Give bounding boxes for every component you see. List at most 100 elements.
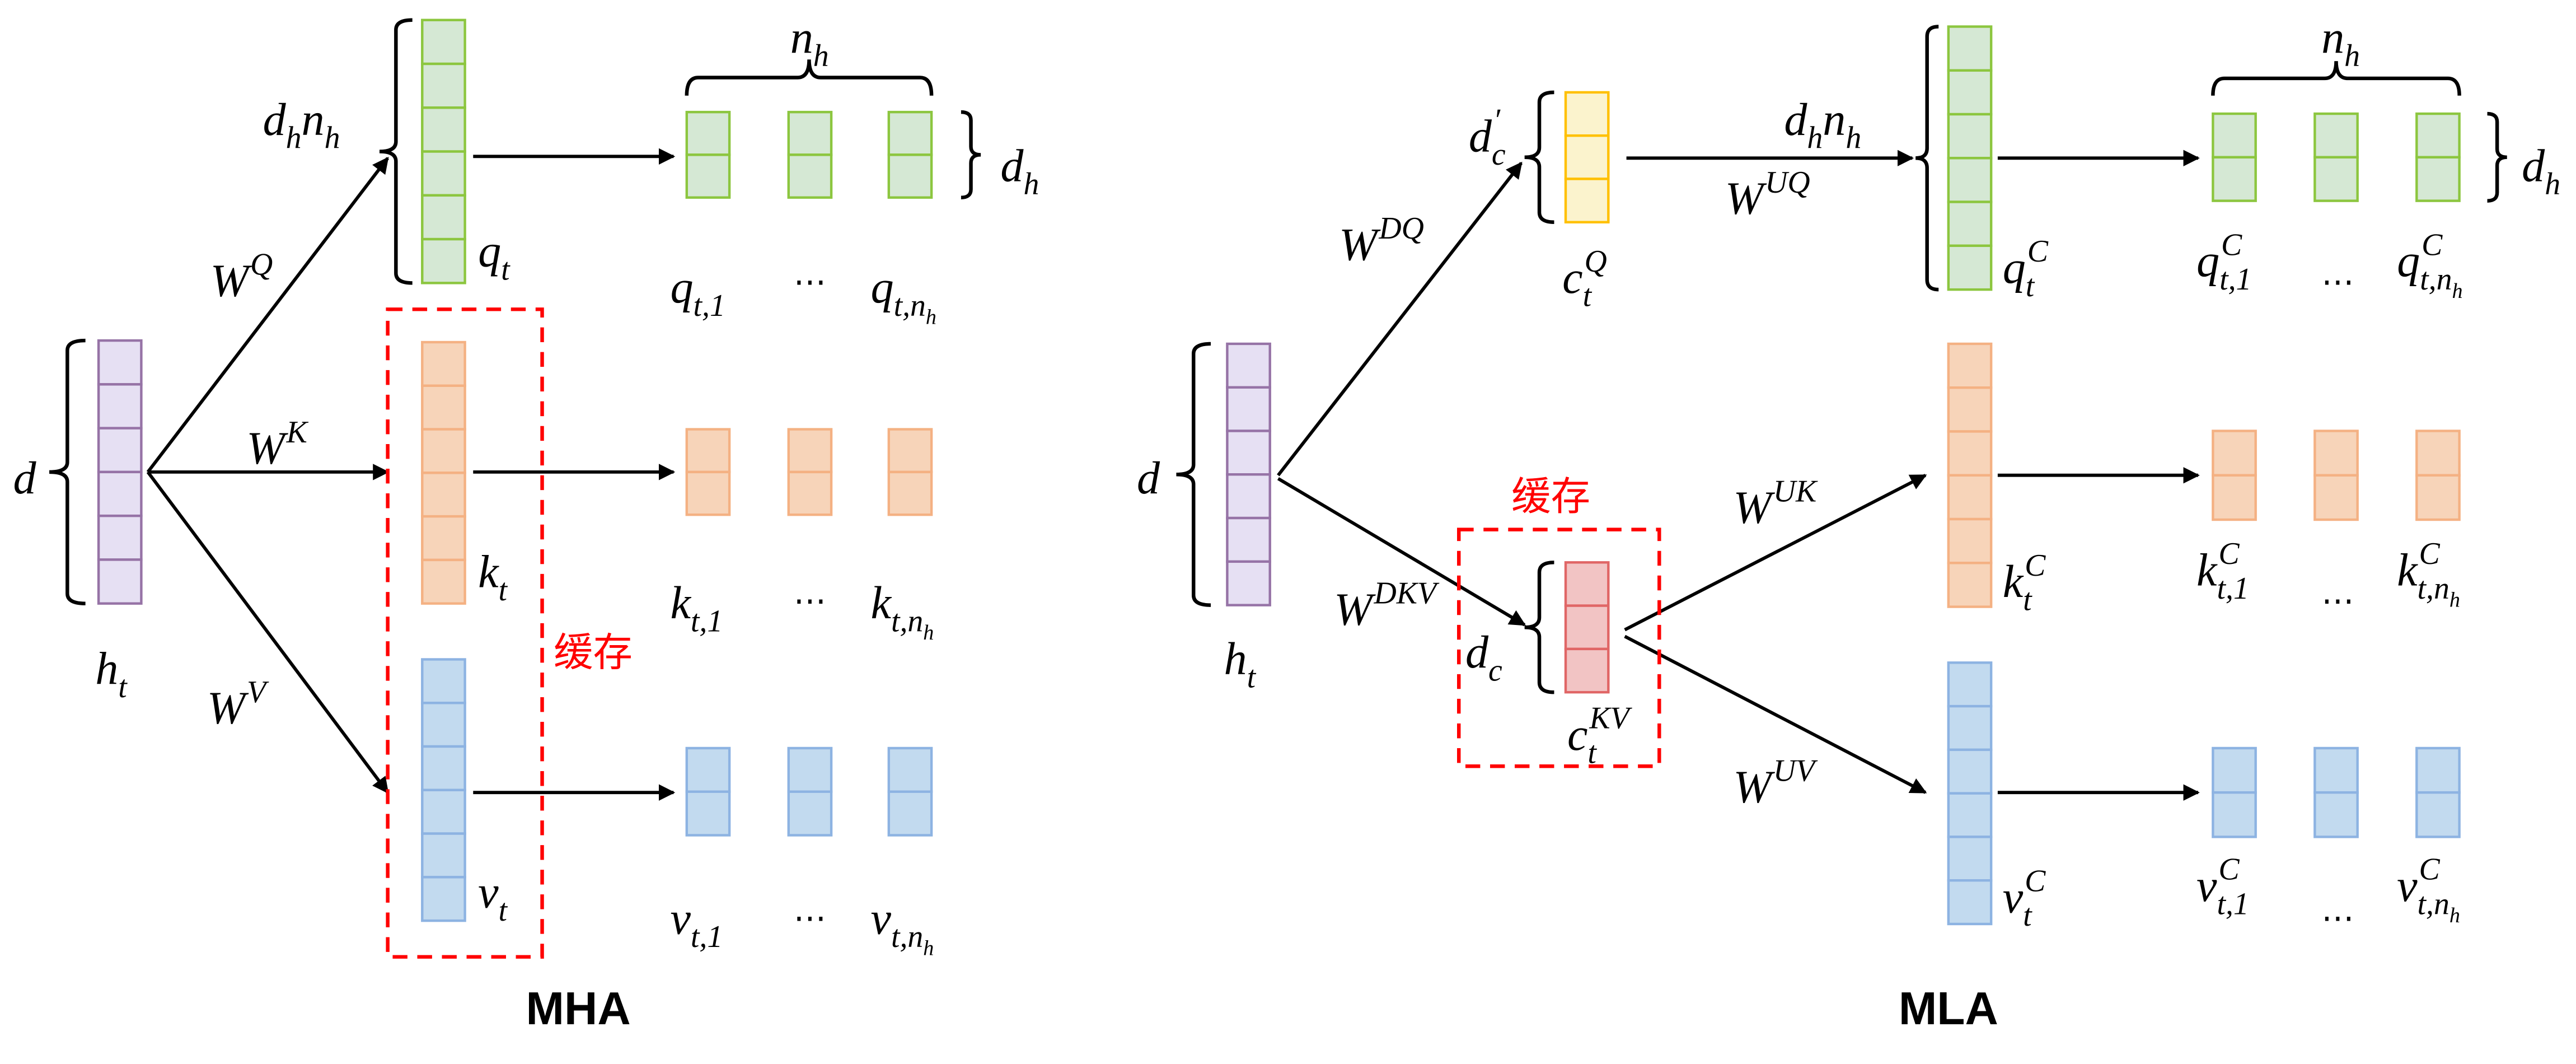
cache-label-mha: 缓存 bbox=[554, 629, 633, 675]
base-symbol: k bbox=[2003, 556, 2024, 607]
vector-cell bbox=[2212, 430, 2257, 477]
superscript: KV bbox=[1589, 701, 1632, 736]
q-head-1-mha bbox=[685, 110, 731, 199]
base-symbol: d bbox=[13, 452, 36, 503]
vector-cell bbox=[2313, 746, 2359, 794]
subscript: t,n bbox=[891, 920, 923, 954]
svg-text:dhnh: dhnh bbox=[1784, 94, 1861, 155]
subscript: t bbox=[2026, 269, 2035, 304]
superscript: C bbox=[2419, 852, 2440, 887]
svg-text:nh: nh bbox=[790, 12, 829, 73]
superscript: C bbox=[2422, 227, 2443, 262]
svg-text:kt,nh: kt,nh bbox=[2397, 544, 2460, 612]
base-symbol: h bbox=[95, 643, 118, 694]
mla-title: MLA bbox=[1899, 983, 1998, 1034]
label-ht_l: ht bbox=[95, 643, 128, 704]
superscript: C bbox=[2218, 852, 2240, 887]
label-qCn: qt,nhC bbox=[2397, 227, 2462, 302]
base-symbol: d bbox=[2522, 140, 2545, 191]
label-dh_r: dh bbox=[2522, 140, 2560, 201]
arrow-wuk bbox=[1624, 474, 1927, 632]
superscript: ′ bbox=[1493, 102, 1501, 137]
vector-cell bbox=[685, 153, 731, 199]
superscript: C bbox=[2419, 536, 2440, 571]
label-vC: vtC bbox=[2003, 864, 2046, 933]
ellipsis-q-mha: ⋯ bbox=[794, 264, 827, 300]
svg-text:d: d bbox=[1137, 452, 1160, 503]
base-symbol: c bbox=[1562, 252, 1582, 303]
vector-cell bbox=[2313, 156, 2359, 202]
base-symbol: q bbox=[871, 262, 894, 313]
v-head-3-mha bbox=[887, 746, 933, 837]
subscript: t bbox=[2023, 898, 2032, 933]
vector-cell bbox=[421, 62, 466, 109]
label-dcp: dc′ bbox=[1469, 102, 1506, 172]
svg-text:qt,1: qt,1 bbox=[2196, 236, 2251, 297]
vector-cell bbox=[1947, 661, 1993, 708]
base-symbol: n bbox=[302, 94, 325, 145]
svg-text:dhnh: dhnh bbox=[263, 94, 340, 155]
svg-text:dc: dc bbox=[1469, 111, 1506, 172]
base-symbol: d bbox=[1000, 140, 1024, 191]
k-head-2-mha bbox=[787, 428, 833, 516]
base-symbol: v bbox=[2003, 871, 2024, 922]
base-symbol: d bbox=[1465, 627, 1489, 678]
vector-cell bbox=[2415, 112, 2461, 159]
arrow-wdq bbox=[1277, 161, 1523, 477]
svg-text:dh: dh bbox=[1000, 140, 1039, 201]
vector-cell bbox=[2415, 791, 2461, 838]
dh-brace-mla bbox=[2487, 111, 2507, 203]
superscript: UV bbox=[1773, 754, 1818, 788]
vector-cell bbox=[685, 746, 731, 793]
subscript: h bbox=[923, 621, 934, 645]
subscript: c bbox=[1488, 654, 1502, 688]
label-dh_l: dh bbox=[1000, 140, 1039, 201]
subscript: t,1 bbox=[691, 604, 723, 639]
label-kC: ktC bbox=[2003, 548, 2046, 618]
svg-text:qt,nh: qt,nh bbox=[2397, 236, 2462, 303]
cache-box-mla bbox=[1457, 528, 1661, 768]
label-vn: vt,nh bbox=[871, 893, 934, 960]
subscript: h bbox=[813, 39, 829, 73]
subscript: t,1 bbox=[2217, 571, 2249, 606]
base-symbol: W bbox=[1334, 584, 1376, 635]
vector-cell bbox=[1947, 879, 1993, 926]
ellipsis-k-mha: ⋯ bbox=[794, 582, 827, 619]
vector-cell bbox=[1947, 157, 1993, 203]
label-nh_l: nh bbox=[790, 12, 829, 73]
subscript: t bbox=[1247, 660, 1257, 694]
vector-cell bbox=[787, 790, 833, 837]
label-qn: qt,nh bbox=[871, 262, 936, 329]
vector-cell bbox=[1947, 113, 1993, 160]
vector-cell bbox=[1226, 342, 1271, 389]
superscript: UK bbox=[1773, 474, 1818, 509]
q-head-2-mla bbox=[2313, 112, 2359, 202]
label-dhnh_l: dhnh bbox=[263, 94, 340, 155]
k-head-3-mla bbox=[2415, 430, 2461, 521]
superscript: K bbox=[286, 415, 309, 450]
vector-cell bbox=[2212, 791, 2257, 838]
v-head-1-mla bbox=[2212, 746, 2257, 838]
label-qC: qtC bbox=[2003, 234, 2049, 304]
vector-cell bbox=[1947, 69, 1993, 116]
svg-text:qt,1: qt,1 bbox=[670, 262, 725, 323]
subscript: h bbox=[2452, 279, 2462, 303]
v-head-2-mha bbox=[787, 746, 833, 837]
label-k1: kt,1 bbox=[670, 577, 723, 638]
vector-cell bbox=[685, 110, 731, 156]
vector-cell bbox=[2212, 474, 2257, 521]
svg-text:vt,1: vt,1 bbox=[2196, 860, 2249, 921]
label-vCn: vt,nhC bbox=[2397, 852, 2460, 927]
subscript: t bbox=[499, 893, 508, 928]
label-vt: vt bbox=[478, 867, 508, 928]
base-symbol: v bbox=[871, 893, 892, 944]
subscript: t bbox=[499, 573, 508, 608]
base-symbol: n bbox=[1823, 94, 1846, 145]
svg-text:kt: kt bbox=[2003, 556, 2032, 617]
